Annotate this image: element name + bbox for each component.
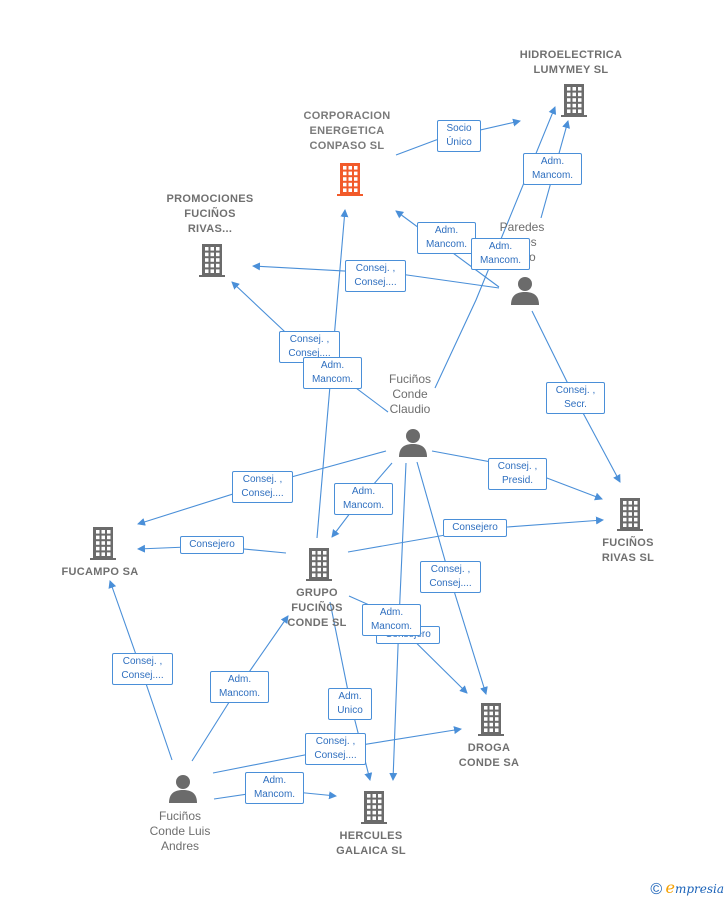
relation-label[interactable]: Adm. Mancom. <box>417 222 476 254</box>
relation-label[interactable]: Consejero <box>443 519 507 537</box>
node-label-droga[interactable]: DROGA CONDE SA <box>458 742 520 769</box>
node-label-luis[interactable]: Fuciños Conde Luis Andres <box>149 809 211 853</box>
node-label-hidroelectrica[interactable]: HIDROELECTRICA LUMYMEY SL <box>519 49 623 76</box>
relation-label[interactable]: Adm. Mancom. <box>303 357 362 389</box>
node-label-promociones[interactable]: PROMOCIONES FUCIÑOS RIVAS... <box>166 193 254 235</box>
building-icon-promociones[interactable] <box>196 242 228 283</box>
relation-label[interactable]: Adm. Mancom. <box>471 238 530 270</box>
building-icon-hidroelectrica[interactable] <box>558 82 590 123</box>
relation-label[interactable]: Consej. , Consej.... <box>420 561 481 593</box>
relation-label[interactable]: Consej. , Consej.... <box>305 733 366 765</box>
relation-edge <box>395 118 521 156</box>
node-label-fucinos-rivas[interactable]: FUCIÑOS RIVAS SL <box>601 537 655 564</box>
relation-label[interactable]: Adm. Unico <box>328 688 372 720</box>
person-icon-paredes[interactable] <box>509 274 541 311</box>
relation-label[interactable]: Consej. , Consej.... <box>345 260 406 292</box>
relation-label[interactable]: Consej. , Consej.... <box>112 653 173 685</box>
node-label-corporacion[interactable]: CORPORACION ENERGETICA CONPASO SL <box>303 110 391 152</box>
relation-label[interactable]: Adm. Mancom. <box>334 483 393 515</box>
copyright-icon: © <box>650 881 663 898</box>
node-label-hercules[interactable]: HERCULES GALAICA SL <box>336 830 406 857</box>
relation-label[interactable]: Adm. Mancom. <box>245 772 304 804</box>
building-icon-corporacion[interactable] <box>334 161 366 202</box>
brand-logo: empresia <box>665 878 724 898</box>
building-icon-hercules[interactable] <box>358 789 390 830</box>
relation-label[interactable]: Consejero <box>180 536 244 554</box>
relation-label[interactable]: Adm. Mancom. <box>362 604 421 636</box>
relation-label[interactable]: Consej. , Consej.... <box>232 471 293 503</box>
person-icon-claudio[interactable] <box>397 426 429 463</box>
relation-label[interactable]: Adm. Mancom. <box>210 671 269 703</box>
person-icon-luis[interactable] <box>167 772 199 809</box>
relation-label[interactable]: Consej. , Secr. <box>546 382 605 414</box>
node-label-claudio[interactable]: Fuciños Conde Claudio <box>388 372 432 416</box>
relation-label[interactable]: Adm. Mancom. <box>523 153 582 185</box>
building-icon-fucampo[interactable] <box>87 525 119 566</box>
node-label-grupo[interactable]: GRUPO FUCIÑOS CONDE SL <box>287 587 347 629</box>
brand-footer[interactable]: © empresia <box>650 878 724 899</box>
building-icon-droga[interactable] <box>475 701 507 742</box>
building-icon-fucinos-rivas[interactable] <box>614 496 646 537</box>
relation-label[interactable]: Socio Único <box>437 120 481 152</box>
relation-label[interactable]: Consej. , Presid. <box>488 458 547 490</box>
building-icon-grupo[interactable] <box>303 546 335 587</box>
node-label-fucampo[interactable]: FUCAMPO SA <box>61 566 139 578</box>
